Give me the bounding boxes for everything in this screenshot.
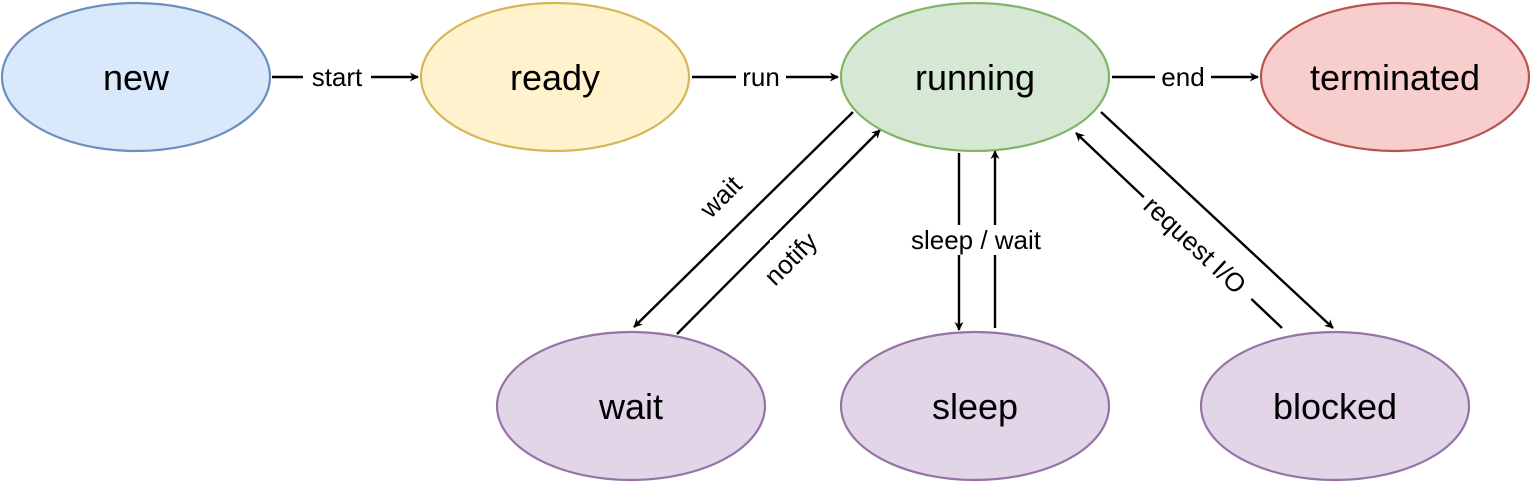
edge-label-notify: notify xyxy=(758,226,823,291)
node-ready-shape xyxy=(419,1,691,153)
edge-start: start xyxy=(272,62,419,92)
node-running: running xyxy=(839,1,1111,153)
edge-end: end xyxy=(1112,62,1259,92)
edge-label-run: run xyxy=(742,62,780,92)
edge-label-request-io: request I/O xyxy=(1138,190,1253,300)
node-blocked-shape xyxy=(1199,330,1471,482)
node-sleep-label: sleep xyxy=(932,386,1018,427)
node-wait-shape xyxy=(495,330,767,482)
node-sleep-shape xyxy=(839,330,1111,482)
node-terminated-label: terminated xyxy=(1310,57,1480,98)
node-new: new xyxy=(0,1,272,153)
node-terminated-shape xyxy=(1259,1,1531,153)
edge-label-sleep-wait: sleep / wait xyxy=(911,225,1042,255)
node-running-label: running xyxy=(915,57,1035,98)
node-wait: wait xyxy=(495,330,767,482)
edge-run: run xyxy=(692,62,839,92)
node-wait-label: wait xyxy=(598,386,663,427)
node-ready-label: ready xyxy=(510,57,600,98)
node-new-label: new xyxy=(103,57,170,98)
node-blocked-label: blocked xyxy=(1273,386,1397,427)
node-running-shape xyxy=(839,1,1111,153)
edge-wait: wait xyxy=(633,111,854,328)
edge-label-wait: wait xyxy=(693,169,748,224)
node-ready: ready xyxy=(419,1,691,153)
edge-to-blocked xyxy=(1100,111,1334,329)
edge-label-end: end xyxy=(1161,62,1204,92)
node-new-shape xyxy=(0,1,272,153)
node-sleep: sleep xyxy=(839,330,1111,482)
node-terminated: terminated xyxy=(1259,1,1531,153)
edge-notify: notify xyxy=(676,129,881,335)
node-blocked: blocked xyxy=(1199,330,1471,482)
edge-sleep-wait-label: sleep / wait xyxy=(890,225,1062,255)
edge-label-start: start xyxy=(312,62,363,92)
edge-request-io: request I/O xyxy=(1075,132,1283,329)
